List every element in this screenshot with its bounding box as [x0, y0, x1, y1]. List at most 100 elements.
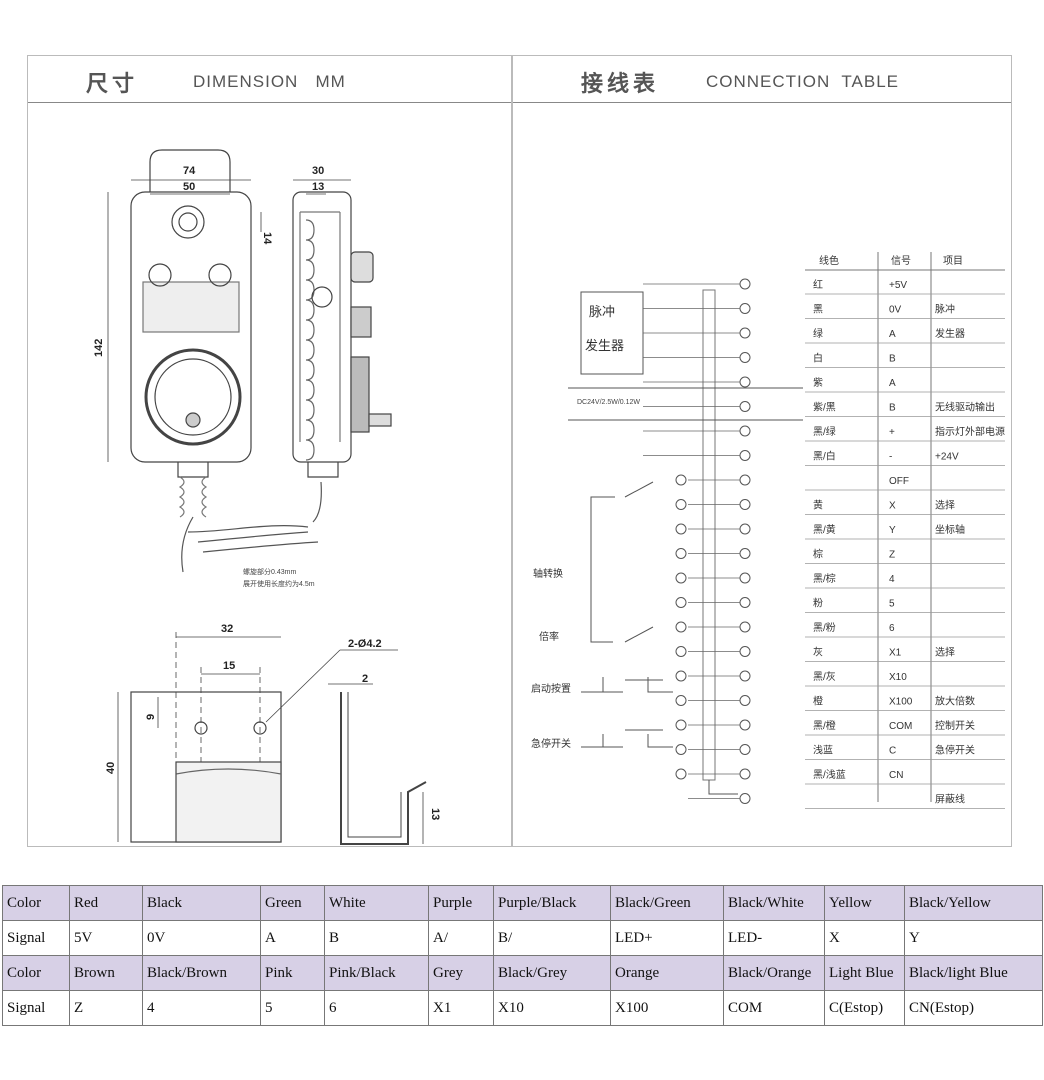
dimension-panel: 尺寸 DIMENSION MM: [27, 55, 512, 847]
connection-signal: A: [889, 329, 896, 340]
connection-item: 控制开关: [935, 719, 975, 732]
connection-signal: +: [889, 427, 895, 438]
connection-title-cn: 接线表: [581, 72, 660, 97]
switch-contact: [675, 499, 687, 510]
dim-14: 14: [261, 232, 273, 245]
wire-table-cell: B/: [493, 920, 611, 956]
wire-table-cell: Black/Brown: [142, 955, 261, 991]
wire-table-cell: COM: [723, 990, 825, 1026]
terminal-circle: [739, 621, 751, 633]
connection-signal: +5V: [889, 280, 907, 291]
connection-signal: Y: [889, 525, 896, 536]
terminal-circle: [739, 572, 751, 584]
connection-wire-color: 黑/棕: [813, 572, 836, 585]
switch-contact: [675, 744, 687, 755]
connection-wire-color: 黑/黄: [813, 523, 836, 536]
connection-signal: C: [889, 746, 896, 757]
connection-signal: COM: [889, 721, 912, 732]
header-wire-color: 线色: [819, 254, 839, 267]
connection-wire-color: 黑/浅蓝: [813, 768, 846, 781]
terminal-circle: [739, 695, 751, 706]
wire-table-row-header: Color: [2, 885, 70, 921]
connection-wire-color: 紫: [813, 377, 823, 389]
wire-table-cell: Black/Grey: [493, 955, 611, 991]
connection-signal: CN: [889, 770, 903, 781]
connection-item: 坐标轴: [935, 523, 965, 536]
dim-30: 30: [312, 165, 324, 177]
wire-table-cell: White: [324, 885, 429, 921]
switch-contact: [675, 523, 687, 535]
connection-wire-color: 粉: [813, 597, 823, 610]
switch-contact: [675, 646, 687, 657]
connection-signal: 0V: [889, 305, 902, 316]
wire-table-cell: X: [824, 920, 905, 956]
connection-signal: X: [889, 501, 896, 512]
connection-item: +24V: [935, 452, 959, 463]
pulse-generator-label-1: 脉冲: [589, 304, 615, 319]
wire-table-cell: Green: [260, 885, 325, 921]
wire-table-cell: X10: [493, 990, 611, 1026]
connection-signal: 5: [889, 599, 895, 610]
cable-bundle: [702, 289, 716, 781]
wire-table-cell: Y: [904, 920, 1043, 956]
connection-wire-color: 黑/绿: [813, 425, 836, 438]
dim-2: 2: [362, 673, 368, 685]
connection-item: 屏蔽线: [935, 793, 965, 806]
wire-table-cell: 0V: [142, 920, 261, 956]
dim-40: 40: [105, 762, 117, 774]
wire-table-cell: A/: [428, 920, 494, 956]
wire-table-row-header: Color: [2, 955, 70, 991]
wire-table-cell: 6: [324, 990, 429, 1026]
terminal-circle: [739, 670, 751, 682]
connection-signal: B: [889, 403, 896, 414]
connection-wire-color: 浅蓝: [813, 744, 833, 757]
axis-selector-label: 轴转换: [533, 567, 563, 580]
connection-item: 脉冲: [935, 303, 955, 316]
terminal-circle: [739, 548, 751, 559]
pulse-generator-label-2: 发生器: [585, 338, 624, 353]
dimension-title-cn: 尺寸: [86, 72, 139, 97]
switch-contact: [675, 548, 687, 559]
switch-contact: [675, 621, 687, 633]
connection-signal: 6: [889, 623, 895, 634]
connection-wire-color: 黄: [813, 499, 823, 512]
wire-table-cell: 4: [142, 990, 261, 1026]
wire-table-cell: CN(Estop): [904, 990, 1043, 1026]
wire-table-cell: LED-: [723, 920, 825, 956]
wire-table-cell: LED+: [610, 920, 724, 956]
terminal-circle: [739, 719, 751, 731]
wire-table-cell: Black/Orange: [723, 955, 825, 991]
terminal-circle: [739, 303, 751, 314]
connection-wire-color: 红: [813, 278, 823, 291]
connection-item: 放大倍数: [935, 695, 975, 708]
terminal-circle: [739, 768, 751, 780]
wire-table-row-header: Signal: [2, 990, 70, 1026]
wire-table-cell: Black: [142, 885, 261, 921]
wire-table-cell: B: [324, 920, 429, 956]
terminal-circle: [739, 646, 751, 657]
dimension-header: 尺寸 DIMENSION MM: [28, 56, 511, 103]
terminal-circle: [739, 499, 751, 510]
terminal-circle: [739, 793, 751, 804]
switch-contact: [675, 695, 687, 706]
cable-note-2: 展开使用长度约为4.5m: [243, 579, 315, 588]
axis-selector-knob: [148, 263, 172, 287]
wire-table-cell: Orange: [610, 955, 724, 991]
wire-table-cell: Black/Yellow: [904, 885, 1043, 921]
wire-table-cell: C(Estop): [824, 990, 905, 1026]
dim-9: 9: [145, 714, 157, 720]
connection-wire-color: 黑/白: [813, 450, 836, 463]
pendant-hang-tab: [149, 149, 231, 192]
bracket-side: [340, 692, 427, 845]
terminal-circle: [739, 523, 751, 535]
switch-contact: [675, 597, 687, 608]
terminal-circle: [739, 401, 751, 412]
header-item: 项目: [943, 255, 963, 267]
switch-contact: [675, 572, 687, 584]
dimension-title-en: DIMENSION MM: [193, 72, 346, 91]
connection-signal: B: [889, 354, 896, 365]
